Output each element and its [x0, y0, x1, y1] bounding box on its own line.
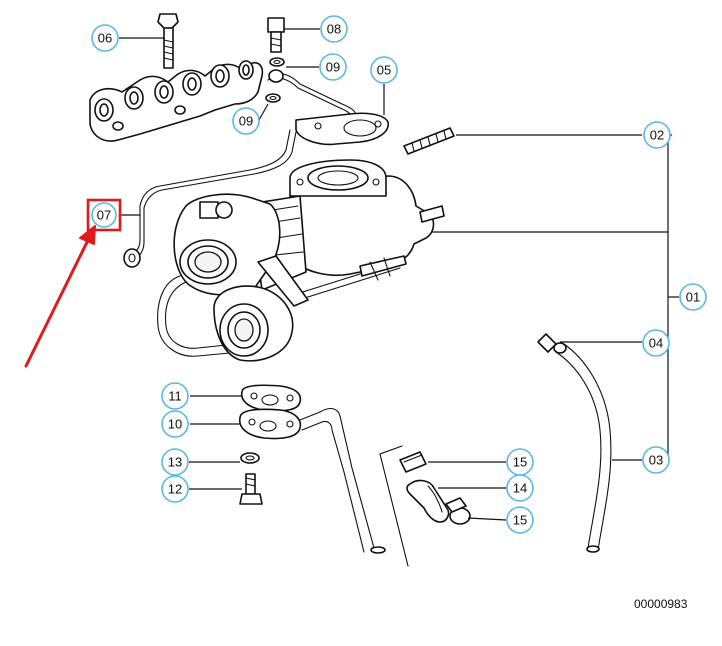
part-05-oil-feed-line — [139, 69, 389, 209]
leader-lines — [119, 28, 679, 521]
callout-09-lower-label: 09 — [239, 114, 253, 129]
callout-03[interactable]: 03 — [642, 446, 670, 474]
callout-05-label: 05 — [377, 63, 391, 78]
callout-12-label: 12 — [168, 482, 182, 497]
callout-15-lower-label: 15 — [513, 513, 527, 528]
part-10-oil-return-pipe — [239, 407, 386, 554]
part-15-clamp-upper — [399, 451, 427, 473]
callout-02-label: 02 — [650, 128, 664, 143]
part-09-washer-lower — [265, 93, 281, 103]
part-15-clamp-lower — [445, 497, 471, 525]
highlight-annotation — [24, 225, 96, 368]
callout-06-label: 06 — [98, 31, 112, 46]
callout-10[interactable]: 10 — [161, 410, 189, 438]
part-04-fitting — [537, 333, 557, 353]
hose-group-bracket — [379, 445, 409, 567]
turbocharger-assembly — [157, 159, 445, 362]
part-13-washer — [240, 452, 260, 464]
callout-08[interactable]: 08 — [320, 15, 348, 43]
callout-01[interactable]: 01 — [679, 283, 707, 311]
callout-04[interactable]: 04 — [642, 329, 670, 357]
callout-08-label: 08 — [327, 22, 341, 37]
callout-15-upper-label: 15 — [513, 455, 527, 470]
callout-06[interactable]: 06 — [91, 24, 119, 52]
document-number: 00000983 — [634, 597, 688, 611]
callout-14-label: 14 — [513, 481, 527, 496]
exhaust-manifold — [89, 60, 264, 142]
callout-15-upper[interactable]: 15 — [506, 448, 534, 476]
callout-07[interactable]: 07 — [86, 198, 122, 232]
callout-11[interactable]: 11 — [161, 382, 189, 410]
part-09-washer-upper — [269, 57, 285, 67]
callout-11-label: 11 — [168, 389, 182, 404]
callout-04-label: 04 — [649, 336, 663, 351]
callout-12[interactable]: 12 — [161, 475, 189, 503]
callout-05[interactable]: 05 — [370, 56, 398, 84]
part-08-banjo-bolt — [267, 17, 285, 53]
callout-01-label: 01 — [686, 290, 700, 305]
part-03-oil-return-hose — [553, 342, 612, 553]
part-07-oil-line — [123, 205, 145, 268]
callout-09-upper[interactable]: 09 — [319, 53, 347, 81]
callout-14[interactable]: 14 — [506, 474, 534, 502]
part-12-bolt — [239, 473, 263, 505]
callout-15-lower[interactable]: 15 — [506, 506, 534, 534]
highlight-arrow-shaft — [24, 230, 94, 368]
callout-10-label: 10 — [168, 417, 182, 432]
callout-07-highlight-box — [86, 198, 122, 232]
callout-09-lower[interactable]: 09 — [232, 107, 260, 135]
part-02-stud — [403, 127, 455, 155]
callout-03-label: 03 — [649, 453, 663, 468]
callout-09-upper-label: 09 — [326, 60, 340, 75]
callout-02[interactable]: 02 — [643, 121, 671, 149]
callout-13-label: 13 — [168, 455, 182, 470]
callout-13[interactable]: 13 — [161, 448, 189, 476]
part-11-gasket — [240, 384, 302, 412]
callout-07-label: 07 — [97, 208, 111, 223]
part-14-hose — [406, 479, 450, 523]
part-06-bolt — [157, 13, 179, 69]
